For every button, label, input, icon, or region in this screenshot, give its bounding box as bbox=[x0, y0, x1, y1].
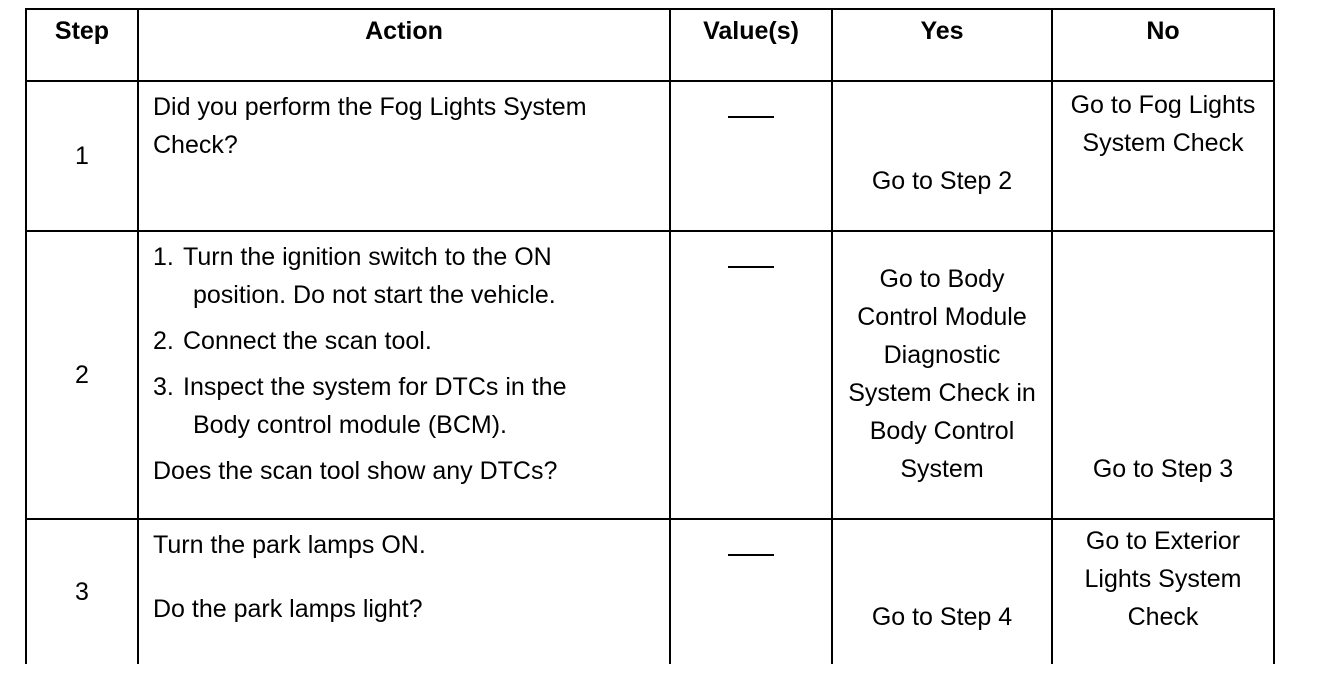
table-row: 2 1.Turn the ignition switch to the ON p… bbox=[25, 230, 1275, 520]
yes-text: Go to Step 2 bbox=[871, 167, 1013, 195]
value-dash bbox=[728, 554, 774, 556]
header-yes: Yes bbox=[831, 8, 1053, 82]
action-text: Turn the park lamps ON. bbox=[153, 531, 426, 559]
header-no: No bbox=[1051, 8, 1275, 82]
no-text: Go to Step 3 bbox=[1092, 455, 1234, 483]
action-step: 2.Connect the scan tool. bbox=[153, 327, 432, 355]
header-step: Step bbox=[25, 8, 139, 82]
table-row: 1 Did you perform the Fog Lights System … bbox=[25, 80, 1275, 232]
table-row: 3 Turn the park lamps ON. Do the park la… bbox=[25, 518, 1275, 664]
action-cell: Did you perform the Fog Lights System Ch… bbox=[137, 80, 671, 232]
step-number: 1 bbox=[25, 80, 139, 232]
action-cell: Turn the park lamps ON. Do the park lamp… bbox=[137, 518, 671, 664]
step-number: 3 bbox=[25, 518, 139, 664]
header-action: Action bbox=[137, 8, 671, 82]
value-dash bbox=[728, 116, 774, 118]
value-cell bbox=[669, 80, 833, 232]
no-cell: Go to Exterior Lights System Check bbox=[1051, 518, 1275, 664]
action-question: Do the park lamps light? bbox=[153, 595, 423, 623]
header-values: Value(s) bbox=[669, 8, 833, 82]
action-question: Does the scan tool show any DTCs? bbox=[153, 457, 558, 485]
no-cell: Go to Fog Lights System Check bbox=[1051, 80, 1275, 232]
no-cell: Go to Step 3 bbox=[1051, 230, 1275, 520]
action-text: Did you perform the Fog Lights System Ch… bbox=[153, 93, 587, 159]
action-cell: 1.Turn the ignition switch to the ON pos… bbox=[137, 230, 671, 520]
yes-cell: Go to Step 4 bbox=[831, 518, 1053, 664]
value-cell bbox=[669, 518, 833, 664]
header-row: Step Action Value(s) Yes No bbox=[25, 8, 1275, 82]
yes-text: Go to Body Control Module Diagnostic Sys… bbox=[848, 265, 1036, 483]
no-text: Go to Fog Lights System Check bbox=[1070, 91, 1256, 157]
action-steps: 1.Turn the ignition switch to the ON pos… bbox=[153, 238, 655, 444]
yes-cell: Go to Body Control Module Diagnostic Sys… bbox=[831, 230, 1053, 520]
yes-text: Go to Step 4 bbox=[871, 603, 1013, 631]
action-step: 1.Turn the ignition switch to the ON pos… bbox=[153, 243, 556, 309]
value-cell bbox=[669, 230, 833, 520]
diagnostic-table: Step Action Value(s) Yes No 1 Did you pe… bbox=[25, 8, 1275, 664]
step-number: 2 bbox=[25, 230, 139, 520]
no-text: Go to Exterior Lights System Check bbox=[1084, 527, 1242, 631]
value-dash bbox=[728, 266, 774, 268]
yes-cell: Go to Step 2 bbox=[831, 80, 1053, 232]
action-step: 3.Inspect the system for DTCs in the Bod… bbox=[153, 373, 567, 439]
